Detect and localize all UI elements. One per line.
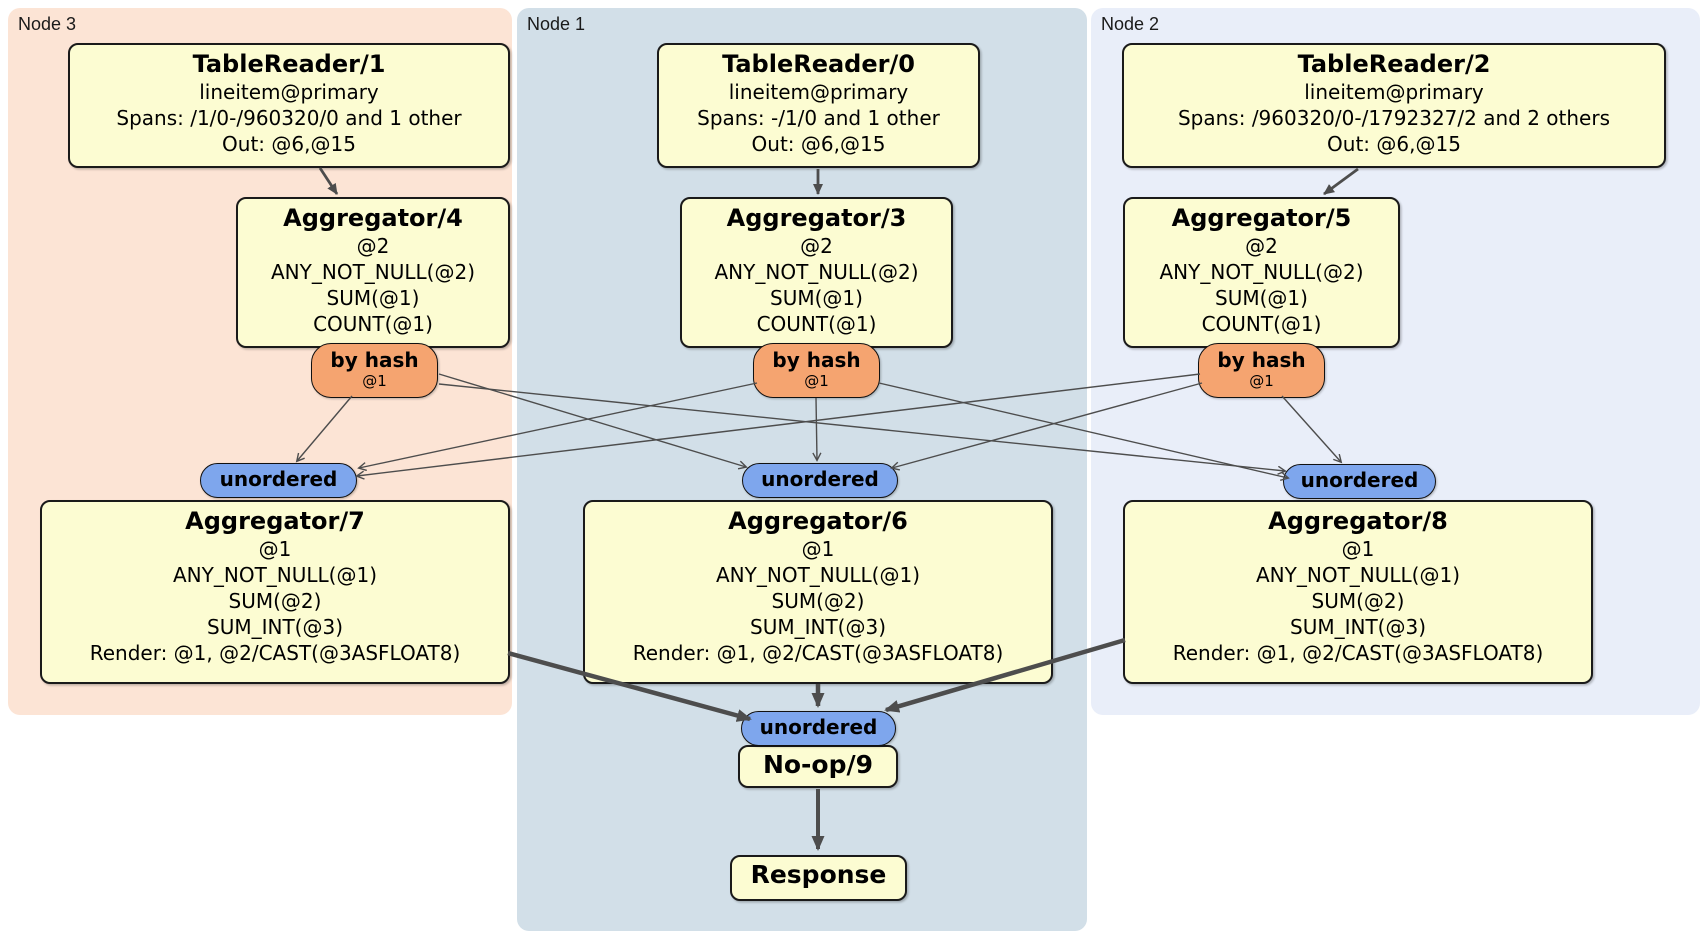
processor-box-response: Response: [730, 855, 907, 901]
processor-detail-line: COUNT(@1): [756, 312, 877, 336]
processor-title: TableReader/0: [722, 50, 915, 78]
processor-title: Response: [750, 860, 887, 889]
processor-detail-line: Render: @1, @2/CAST(@3ASFLOAT8): [1172, 641, 1544, 665]
processor-detail-line: @1: [801, 537, 835, 561]
processor-detail-line: SUM(@2): [771, 589, 865, 613]
processor-detail-line: SUM_INT(@3): [750, 615, 886, 639]
processor-detail-line: ANY_NOT_NULL(@2): [1159, 260, 1364, 284]
processor-detail-line: SUM(@1): [326, 286, 420, 310]
processor-title: Aggregator/6: [728, 507, 908, 535]
node-group-label: Node 2: [1101, 14, 1160, 34]
processor-box-noop9: No-op/9: [738, 745, 898, 788]
sync-label: unordered: [761, 467, 879, 491]
sync-unordered-2: unordered: [1283, 464, 1436, 499]
processor-detail-line: Spans: /960320/0-/1792327/2 and 2 others: [1177, 106, 1610, 130]
processor-title: Aggregator/5: [1171, 204, 1352, 232]
processor-detail-line: ANY_NOT_NULL(@1): [173, 563, 377, 587]
processor-detail-line: COUNT(@1): [313, 312, 433, 336]
processor-title: No-op/9: [762, 750, 874, 779]
sync-label: unordered: [759, 715, 878, 739]
processor-detail-line: SUM(@2): [1311, 589, 1405, 613]
processor-detail-line: Out: @6,@15: [222, 132, 356, 156]
router-sub-label: @1: [1249, 372, 1274, 390]
processor-detail-line: Out: @6,@15: [751, 132, 886, 156]
processor-detail-line: @2: [356, 234, 390, 258]
processor-detail-line: ANY_NOT_NULL(@1): [716, 563, 920, 587]
processor-detail-line: SUM_INT(@3): [1290, 615, 1426, 639]
processor-detail-line: SUM_INT(@3): [207, 615, 343, 639]
processor-detail-line: @1: [258, 537, 292, 561]
processor-detail-line: lineitem@primary: [1304, 80, 1484, 104]
processor-detail-line: SUM(@1): [770, 286, 863, 310]
processor-detail-line: lineitem@primary: [728, 80, 909, 104]
router-by-hash-1: by hash@1: [753, 343, 880, 398]
processor-title: Aggregator/7: [185, 507, 365, 535]
sync-unordered-final: unordered: [741, 711, 896, 746]
router-by-hash-3: by hash@1: [311, 343, 438, 398]
processor-detail-line: @1: [1341, 537, 1375, 561]
processor-detail-line: lineitem@primary: [199, 80, 379, 104]
router-label: by hash: [772, 348, 861, 372]
sync-label: unordered: [219, 467, 338, 491]
processor-title: Aggregator/8: [1268, 507, 1448, 535]
router-sub-label: @1: [362, 372, 387, 390]
processor-title: TableReader/1: [192, 50, 386, 78]
router-sub-label: @1: [804, 372, 829, 390]
processor-detail-line: ANY_NOT_NULL(@2): [271, 260, 475, 284]
processor-detail-line: @2: [800, 234, 833, 258]
processor-detail-line: SUM(@1): [1215, 286, 1308, 310]
processor-detail-line: @2: [1245, 234, 1278, 258]
processor-detail-line: Out: @6,@15: [1327, 132, 1461, 156]
processor-title: Aggregator/3: [726, 204, 907, 232]
sync-label: unordered: [1300, 468, 1419, 492]
router-by-hash-2: by hash@1: [1198, 343, 1325, 398]
sync-unordered-3: unordered: [200, 463, 357, 498]
processor-detail-line: Spans: -/1/0 and 1 other: [697, 106, 940, 130]
processor-title: TableReader/2: [1297, 50, 1491, 78]
node-group-label: Node 1: [527, 14, 586, 34]
processor-detail-line: Render: @1, @2/CAST(@3ASFLOAT8): [632, 641, 1004, 665]
node-group-label: Node 3: [18, 14, 77, 34]
router-label: by hash: [1217, 348, 1306, 372]
processor-detail-line: ANY_NOT_NULL(@2): [714, 260, 919, 284]
processor-detail-line: ANY_NOT_NULL(@1): [1256, 563, 1460, 587]
processor-title: Aggregator/4: [283, 204, 463, 232]
router-label: by hash: [330, 348, 419, 372]
processor-detail-line: Render: @1, @2/CAST(@3ASFLOAT8): [89, 641, 461, 665]
processor-detail-line: COUNT(@1): [1201, 312, 1322, 336]
processor-detail-line: SUM(@2): [228, 589, 322, 613]
sync-unordered-1: unordered: [742, 463, 898, 498]
processor-detail-line: Spans: /1/0-/960320/0 and 1 other: [116, 106, 462, 130]
